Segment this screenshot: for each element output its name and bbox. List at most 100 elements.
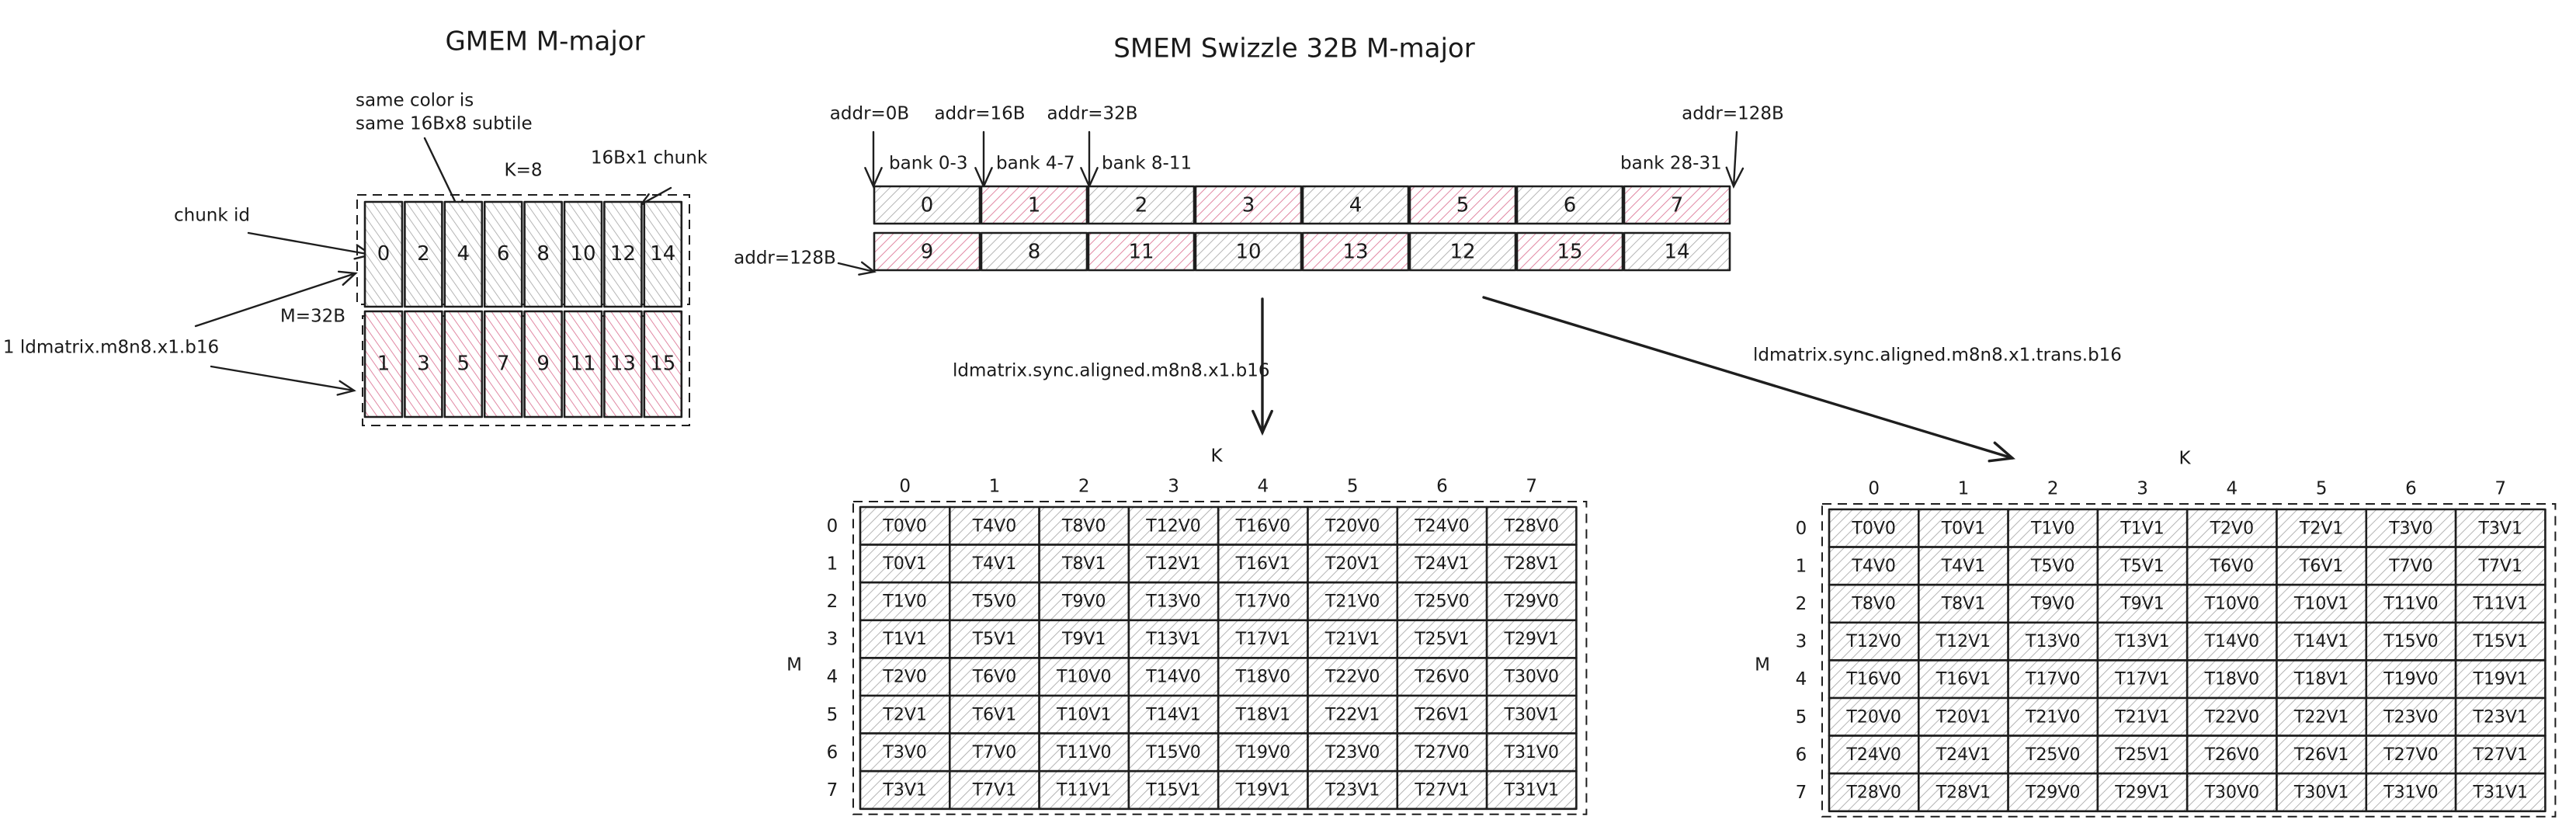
matrix-cell-value: T9V0 xyxy=(1061,592,1106,612)
matrix-cell: T3V0 xyxy=(2365,508,2457,548)
gmem-chunk: 1 xyxy=(363,310,404,418)
matrix-cell-value: T22V1 xyxy=(1324,705,1380,724)
smem-chunk-border xyxy=(980,185,1088,225)
matrix-cell: T18V0 xyxy=(1217,657,1309,697)
ldmatrix-trans-instruction-label: ldmatrix.sync.aligned.m8n8.x1.trans.b16 xyxy=(1753,346,2122,366)
matrix-cell: T20V1 xyxy=(1918,696,2009,737)
row-header: 4 xyxy=(827,667,838,687)
matrix-cell-value: T24V0 xyxy=(1845,745,1901,765)
matrix-cell-value: T7V1 xyxy=(2478,557,2522,576)
matrix-cell: T17V0 xyxy=(2007,659,2099,700)
smem-chunk: 1 xyxy=(980,185,1088,225)
matrix-cell-hatch xyxy=(1307,507,1397,545)
gmem-chunk: 0 xyxy=(363,200,404,308)
gmem-chunk-border xyxy=(443,200,484,308)
matrix-cell-value: T9V0 xyxy=(2030,595,2074,614)
ldmatrix-arrow xyxy=(1252,297,1273,436)
matrix-cell-value: T1V1 xyxy=(882,630,926,649)
matrix-cell: T21V1 xyxy=(2096,696,2189,737)
gmem-chunk-hatch xyxy=(524,311,562,417)
matrix-cell-value: T16V1 xyxy=(1235,554,1290,574)
matrix-cell: T2V1 xyxy=(859,694,951,735)
matrix-cell: T22V1 xyxy=(1307,694,1399,735)
matrix-cell: T8V1 xyxy=(1918,583,2009,624)
matrix-cell: T7V0 xyxy=(949,732,1040,773)
matrix-cell-hatch xyxy=(1307,771,1397,809)
chunk-id-arrow xyxy=(247,231,373,260)
smem-chunk: 14 xyxy=(1623,231,1731,272)
matrix-cell-value: T26V1 xyxy=(1414,705,1469,724)
matrix-cell-hatch xyxy=(2456,735,2546,774)
matrix-cell: T3V1 xyxy=(2454,508,2546,548)
gmem-chunk-hatch xyxy=(564,202,602,307)
matrix-cell-hatch xyxy=(950,507,1040,545)
matrix-cell-value: T8V0 xyxy=(1061,516,1106,536)
matrix-cell: T26V1 xyxy=(2276,735,2368,775)
gmem-chunk: 8 xyxy=(523,200,563,308)
matrix-cell-hatch xyxy=(950,620,1040,658)
matrix-cell-hatch xyxy=(1307,696,1397,734)
matrix-cell-border xyxy=(2454,772,2546,813)
matrix-cell: T2V0 xyxy=(2185,508,2278,548)
gmem-chunk: 9 xyxy=(523,310,563,418)
matrix-cell-hatch xyxy=(2097,660,2188,698)
gmem-chunk-id: 12 xyxy=(610,242,636,266)
matrix-cell: T11V0 xyxy=(2365,583,2457,624)
matrix-cell-value: T26V0 xyxy=(2204,745,2259,765)
matrix-cell-hatch xyxy=(1397,544,1488,583)
matrix-cell: T11V1 xyxy=(2454,583,2546,624)
matrix-cell-value: T18V1 xyxy=(2293,670,2349,689)
smem-chunk: 3 xyxy=(1194,185,1303,225)
matrix-cell-value: T20V0 xyxy=(1324,516,1380,536)
smem-chunk-border xyxy=(873,185,981,225)
smem-chunk-border xyxy=(1301,231,1410,272)
matrix-cell-value: T4V0 xyxy=(1851,557,1895,576)
col-header: 2 xyxy=(2047,479,2059,499)
matrix-cell-hatch xyxy=(950,733,1040,772)
matrix-cell: T29V0 xyxy=(1485,581,1578,622)
matrix-cell-hatch xyxy=(2097,547,2188,585)
matrix-cell: T11V0 xyxy=(1038,732,1130,773)
smem-chunk-border xyxy=(1194,185,1303,225)
gmem-chunk-border xyxy=(363,200,404,308)
matrix-cell-value: T3V0 xyxy=(2388,519,2432,538)
matrix-cell-value: T25V0 xyxy=(1414,592,1469,612)
row-header: 7 xyxy=(827,780,838,801)
matrix-cell-value: T0V1 xyxy=(1941,519,1985,538)
smem-chunk-hatch xyxy=(1196,233,1301,270)
gmem-chunk-hatch xyxy=(444,202,482,307)
gmem-chunk-hatch xyxy=(604,202,642,307)
col-header: 0 xyxy=(1868,479,1880,499)
matrix-cell: T1V0 xyxy=(2007,508,2099,548)
gmem-chunk-border xyxy=(603,310,643,418)
matrix-cell-value: T31V1 xyxy=(1504,781,1559,801)
smem-addr-label: addr=16B xyxy=(934,104,1025,124)
matrix-cell-hatch xyxy=(1829,585,1919,623)
subtile-note-line2: same 16Bx8 subtile xyxy=(356,114,533,134)
matrix-cell-hatch xyxy=(1829,698,1919,736)
matrix-cell-value: T21V0 xyxy=(1324,592,1380,612)
ldmatrix-count-label: 1 ldmatrix.m8n8.x1.b16 xyxy=(3,338,219,358)
matrix-cell-hatch xyxy=(2366,735,2456,774)
matrix-cell: T27V1 xyxy=(2454,735,2546,775)
matrix-cell-value: T8V1 xyxy=(1941,595,1985,614)
ldmatrix-arrow-head xyxy=(1252,409,1273,436)
matrix-cell-value: T28V1 xyxy=(1504,554,1559,574)
matrix-cell-hatch xyxy=(1128,582,1219,620)
smem-chunk: 2 xyxy=(1087,185,1196,225)
matrix-cell: T22V0 xyxy=(2185,696,2278,737)
smem-addr-arrow xyxy=(974,130,993,189)
matrix-cell-value: T5V1 xyxy=(2119,557,2164,576)
matrix-cell: T28V1 xyxy=(1918,772,2009,813)
smem-chunk-hatch xyxy=(1303,233,1408,270)
gmem-chunk: 11 xyxy=(563,310,603,418)
matrix-cell-hatch xyxy=(1218,620,1308,658)
matrix-cell-value: T12V1 xyxy=(1935,632,1991,651)
matrix-cell-value: T27V0 xyxy=(2383,745,2438,765)
matrix-outline xyxy=(1821,503,2557,818)
row-header: 2 xyxy=(1796,594,1807,614)
matrix-cell: T21V1 xyxy=(1307,619,1399,659)
matrix-cell: T19V1 xyxy=(2454,659,2546,700)
matrix-cell: T24V0 xyxy=(1396,505,1488,546)
